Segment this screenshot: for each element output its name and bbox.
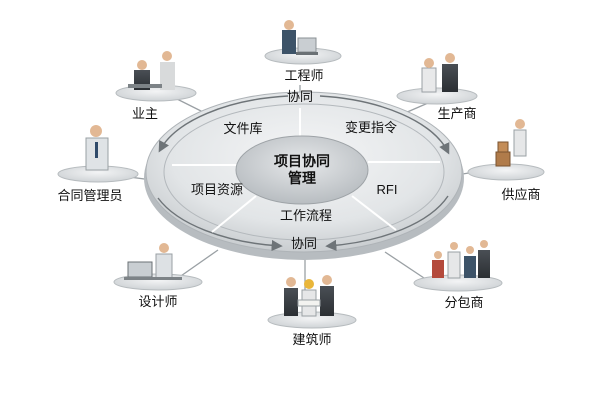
ring-label-top: 协同 — [287, 90, 313, 105]
sector-label-change-order: 变更指令 — [345, 120, 397, 136]
cycle-arrows — [157, 95, 450, 252]
engineer-figure-icon — [282, 20, 318, 55]
stakeholder-contract-manager: 合同管理员 — [57, 125, 139, 204]
label-subcontractor: 分包商 — [444, 296, 483, 311]
sector-label-rfi: RFI — [377, 182, 398, 197]
subcontractor-figures-icon — [432, 240, 490, 279]
stakeholder-architect: 建筑师 — [267, 275, 357, 348]
ring-label-bottom: 协同 — [291, 237, 317, 252]
stakeholder-subcontractor: 分包商 — [413, 240, 503, 311]
sector-label-project-resources: 项目资源 — [191, 183, 243, 198]
pedestal — [396, 87, 478, 105]
label-supplier: 供应商 — [501, 187, 540, 203]
label-owner: 业主 — [132, 107, 158, 122]
stakeholder-manufacturer: 生产商 — [396, 53, 478, 122]
contract-manager-figure-icon — [85, 125, 109, 171]
label-architect: 建筑师 — [292, 332, 331, 348]
center-title-line1: 项目协同 — [274, 153, 330, 170]
designer-figure-icon — [124, 243, 182, 280]
stakeholder-supplier: 供应商 — [467, 119, 545, 203]
label-engineer: 工程师 — [284, 69, 323, 84]
label-designer: 设计师 — [138, 295, 177, 310]
center-title-line2: 管理 — [288, 170, 316, 187]
sector-label-workflow: 工作流程 — [280, 209, 332, 224]
sector-dividers — [172, 108, 440, 233]
label-contract-manager: 合同管理员 — [57, 189, 122, 204]
stakeholder-owner: 业主 — [115, 51, 197, 122]
owner-figures-icon — [128, 51, 175, 90]
stakeholder-designer: 设计师 — [113, 243, 203, 310]
supplier-figure-icon — [495, 119, 527, 167]
stakeholder-engineer: 工程师 — [264, 20, 342, 84]
inner-ring — [163, 103, 445, 241]
manufacturer-figures-icon — [421, 53, 458, 93]
hub — [235, 135, 369, 205]
sector-label-document-library: 文件库 — [223, 121, 262, 137]
architect-figures-icon — [284, 275, 334, 317]
label-manufacturer: 生产商 — [437, 107, 476, 122]
